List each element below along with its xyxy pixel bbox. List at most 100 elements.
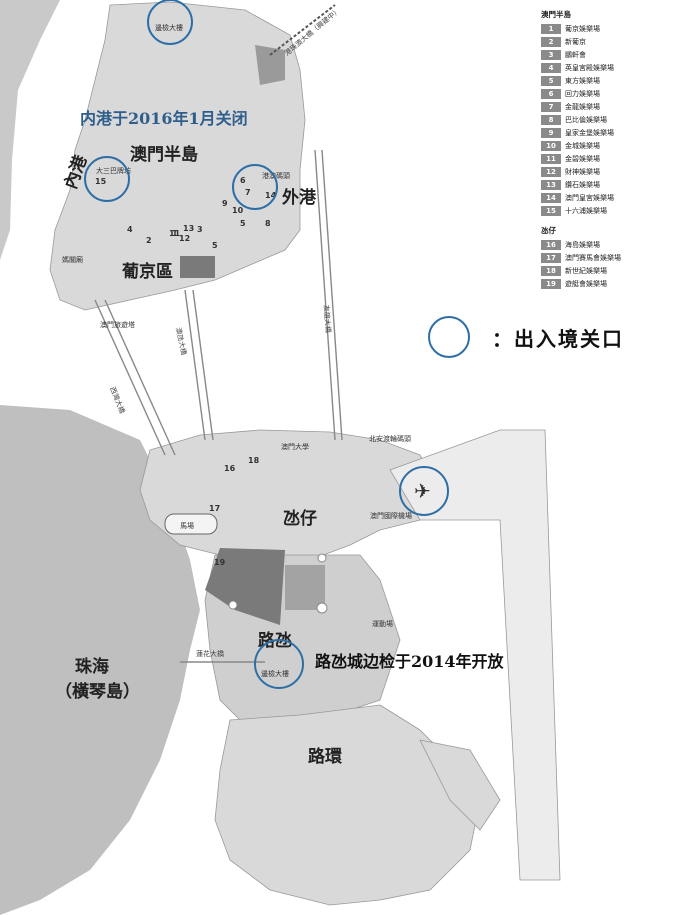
legend-item-number: 9 xyxy=(541,127,561,138)
annotation-inner-harbour-closed: 内港于2016年1月关闭 xyxy=(80,109,248,128)
legend-item-name: 海島娛樂場 xyxy=(565,240,600,249)
cotai-mid-block xyxy=(285,565,325,610)
legend-item: 1 葡京娛樂場 xyxy=(541,22,661,35)
legend-item-number: 6 xyxy=(541,88,561,99)
roundabout xyxy=(317,553,327,563)
casino-marker-1: 1 xyxy=(172,229,178,238)
legend-item-name: 澳門賽馬會娛樂場 xyxy=(565,253,621,262)
casino-marker-16: 16 xyxy=(224,464,236,473)
legend-item: 11 金碧娛樂場 xyxy=(541,152,661,165)
place-border-gate-cotai: 邊檢大樓 xyxy=(261,669,289,678)
airport-runway xyxy=(389,429,561,881)
legend-item-name: 皇家金堡娛樂場 xyxy=(565,128,614,137)
legend-item-number: 19 xyxy=(541,278,561,289)
casino-marker-7: 7 xyxy=(245,188,251,197)
lisboa-dark-block xyxy=(180,256,215,278)
racecourse-track xyxy=(164,513,218,535)
legend-item-name: 巴比倫娛樂場 xyxy=(565,115,607,124)
legend-item-number: 13 xyxy=(541,179,561,190)
casino-marker-8: 8 xyxy=(265,219,271,228)
casino-marker-2: 2 xyxy=(146,236,152,245)
friendship-bridge xyxy=(314,149,336,441)
checkpoint-key-label: ：出入境关口 xyxy=(492,326,624,351)
legend-item: 5 東方娛樂場 xyxy=(541,74,661,87)
checkpoint-key-circle-icon xyxy=(428,316,470,358)
legend-heading-macau: 澳門半島 xyxy=(541,10,571,19)
macau-taipa-bridge xyxy=(184,289,206,441)
legend-item: 12 財神娛樂場 xyxy=(541,165,661,178)
coloane-east-headland xyxy=(419,739,501,831)
casino-marker-18: 18 xyxy=(248,456,260,465)
place-sports-ground: 運動場 xyxy=(372,619,393,628)
legend-item-name: 鵬軒會 xyxy=(565,50,586,59)
legend-item: 9 皇家金堡娛樂場 xyxy=(541,126,661,139)
legend-item-number: 8 xyxy=(541,114,561,125)
place-border-gate-north: 邊檢大樓 xyxy=(155,23,183,32)
casino-marker-19: 19 xyxy=(214,558,226,567)
legend-item-number: 11 xyxy=(541,153,561,164)
coloane-land xyxy=(214,704,481,906)
legend-item-name: 葡京娛樂場 xyxy=(565,24,600,33)
legend-item-number: 5 xyxy=(541,75,561,86)
macau-peninsula-land xyxy=(49,1,306,311)
casino-marker-3: 3 xyxy=(197,225,203,234)
place-a-ma-temple: 媽閣廟 xyxy=(62,255,83,264)
legend-item-name: 新葡京 xyxy=(565,37,586,46)
checkpoint-outer-harbour xyxy=(232,164,278,210)
legend-item-name: 金城娛樂場 xyxy=(565,141,600,150)
region-taipa: 氹仔 xyxy=(283,508,317,529)
legend-item-number: 3 xyxy=(541,49,561,60)
friendship-bridge-2 xyxy=(321,149,343,441)
legend-item-name: 英皇宮殿娛樂場 xyxy=(565,63,614,72)
place-racecourse: 馬場 xyxy=(180,521,194,530)
legend-item-number: 14 xyxy=(541,192,561,203)
label-hzmb-route: 港珠澳大橋（興建中） xyxy=(283,6,342,58)
casino-marker-14: 14 xyxy=(265,191,277,200)
legend-heading-taipa: 氹仔 xyxy=(541,226,556,235)
legend-item: 2 新葡京 xyxy=(541,35,661,48)
legend-item-name: 十六浦娛樂場 xyxy=(565,206,607,215)
region-outer-harbour: 外港 xyxy=(282,187,317,208)
place-ruins: 大三巴牌坊 xyxy=(96,166,131,175)
legend-item: 19 遊艇會娛樂場 xyxy=(541,277,661,290)
cotai-dark-block xyxy=(205,548,285,625)
casino-marker-4: 4 xyxy=(127,225,133,234)
legend-item-name: 遊艇會娛樂場 xyxy=(565,279,607,288)
label-sai-van-bridge: 西灣大橋 xyxy=(108,385,127,414)
legend-item-name: 東方娛樂場 xyxy=(565,76,600,85)
checkpoint-border-gate-north xyxy=(147,0,193,45)
legend-item-number: 10 xyxy=(541,140,561,151)
label-lotus-bridge: 蓮花大橋 xyxy=(196,649,224,658)
region-hengqin: （橫琴島） xyxy=(55,681,140,702)
place-macau-tower: 澳門旅遊塔 xyxy=(100,320,135,329)
legend-item-name: 金碧娛樂場 xyxy=(565,154,600,163)
sai-van-bridge-2 xyxy=(104,299,176,456)
legend-item-number: 2 xyxy=(541,36,561,47)
legend-item: 6 回力娛樂場 xyxy=(541,87,661,100)
casino-marker-15: 15 xyxy=(95,177,107,186)
legend-item: 3 鵬軒會 xyxy=(541,48,661,61)
macau-taipa-bridge-2 xyxy=(192,289,214,441)
region-coloane: 路環 xyxy=(308,746,343,767)
roundabout xyxy=(316,602,328,614)
place-ferry-terminal: 北安渡輪碼頭 xyxy=(369,434,411,443)
legend-item: 8 巴比倫娛樂場 xyxy=(541,113,661,126)
legend-item-name: 回力娛樂場 xyxy=(565,89,600,98)
legend-item-number: 12 xyxy=(541,166,561,177)
checkpoint-airport xyxy=(399,466,449,516)
legend-item-name: 金龍娛樂場 xyxy=(565,102,600,111)
legend-item-name: 新世紀娛樂場 xyxy=(565,266,607,275)
casino-marker-12: 12 xyxy=(179,234,190,243)
casino-marker-5b: 5 xyxy=(212,241,218,250)
legend-item-name: 財神娛樂場 xyxy=(565,167,600,176)
legend-item-number: 1 xyxy=(541,23,561,34)
region-zhuhai: 珠海 xyxy=(75,656,109,677)
